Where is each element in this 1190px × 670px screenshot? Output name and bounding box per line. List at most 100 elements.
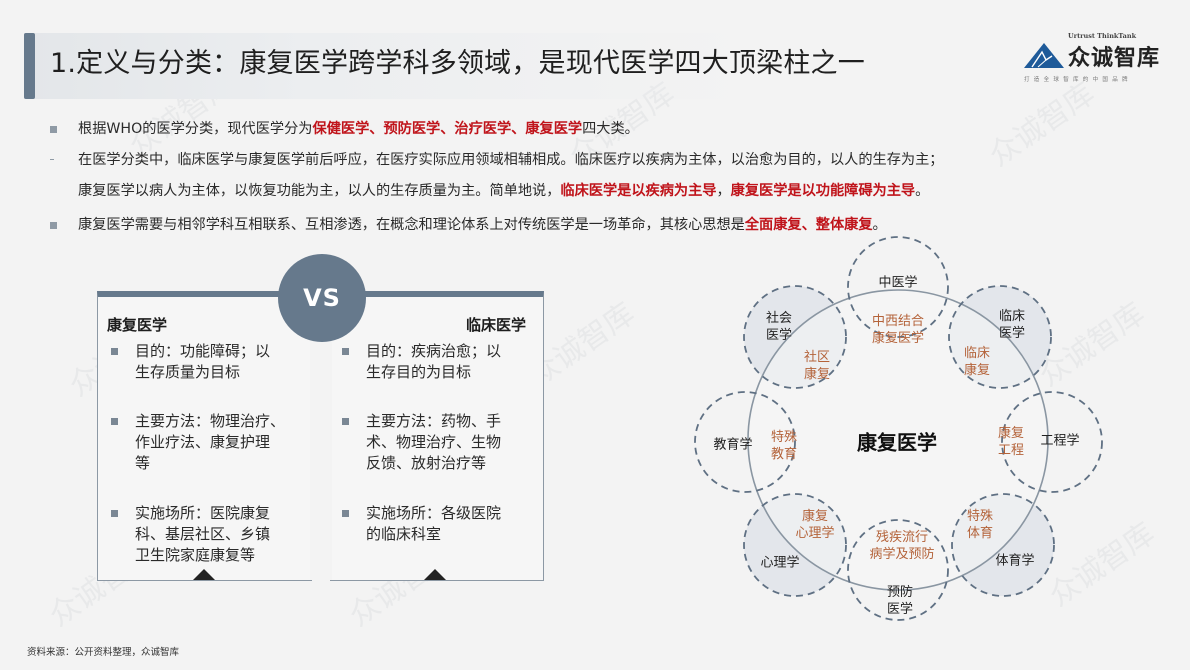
node-text: 医学 [886, 602, 914, 617]
overlap-text: 临床 [963, 346, 991, 361]
overlap-disability-epidemiology: 残疾流行病学及预防 [869, 529, 934, 563]
logo-english: Urtrust ThinkTank [1068, 32, 1137, 40]
overlap-text: 残疾流行 [875, 530, 929, 545]
rehab-item-methods-line: 作业疗法、康复护理 [135, 433, 271, 451]
clinical-item-goal-line: 目的：疾病治愈；以 [366, 342, 502, 360]
rehab-item-methods: 主要方法：物理治疗、 作业疗法、康复护理 等 [135, 411, 285, 474]
rehab-medicine-box [97, 291, 312, 581]
clinical-item-goal: 目的：疾病治愈；以 生存目的为目标 [366, 341, 501, 383]
source-note: 资料来源：公开资料整理，众诚智库 [27, 647, 180, 658]
overlap-text: 康复 [803, 367, 831, 382]
title-bar [24, 33, 744, 99]
overlap-text: 康复 [801, 509, 829, 524]
bullet-3-end: 。 [872, 217, 887, 233]
bullet-1-text-end: 四大类。 [582, 121, 639, 137]
rehab-item-venues-line: 卫生院家庭康复等 [135, 546, 256, 564]
rehab-item-venues-line: 实施场所：医院康复 [135, 504, 271, 522]
bullet-3-text: 康复医学需要与相邻学科互相联系、互相渗透，在概念和理论体系上对传统医学是一场革命… [78, 217, 745, 233]
node-engineering-label: 工程学 [1040, 433, 1079, 450]
node-tcm-label: 中医学 [878, 275, 917, 292]
rehab-item-goal-line: 目的：功能障碍；以 [135, 342, 271, 360]
clinical-item-goal-line: 生存目的为目标 [366, 363, 472, 381]
overlap-text: 特殊 [770, 430, 798, 445]
bullet-2-end: 。 [915, 183, 930, 199]
overlap-integrated-rehab: 中西结合康复医学 [872, 313, 924, 347]
clinical-item-venues-line: 的临床科室 [366, 525, 442, 543]
item-bullet-icon [111, 510, 118, 517]
clinical-item-methods-line: 主要方法：药物、手 [366, 412, 502, 430]
node-tcm-text: 中医学 [878, 275, 918, 291]
node-text: 体育学 [995, 553, 1035, 569]
overlap-text: 体育 [966, 526, 994, 541]
rehab-item-venues: 实施场所：医院康复 科、基层社区、乡镇 卫生院家庭康复等 [135, 503, 270, 566]
rehab-item-venues-line: 科、基层社区、乡镇 [135, 525, 271, 543]
node-text: 教育学 [713, 437, 753, 453]
item-bullet-icon [342, 510, 349, 517]
overlap-community-rehab: 社区康复 [804, 349, 830, 383]
rehab-item-methods-line: 等 [135, 454, 151, 472]
node-social-medicine-label: 社会医学 [766, 310, 792, 344]
rehab-item-methods-line: 主要方法：物理治疗、 [135, 412, 286, 430]
logo-tagline: 打造全球智库的中国品牌 [1024, 77, 1132, 83]
node-psychology-label: 心理学 [760, 555, 799, 572]
overlap-text: 心理学 [795, 526, 835, 541]
bullet-3: 康复医学需要与相邻学科互相联系、互相渗透，在概念和理论体系上对传统医学是一场革命… [78, 215, 887, 235]
overlap-special-education: 特殊教育 [771, 429, 797, 463]
item-bullet-icon [342, 418, 349, 425]
bullet-2-emphasis-rehab: 康复医学是以功能障碍为主导 [730, 183, 916, 199]
clinical-box-title: 临床医学 [466, 316, 527, 334]
clinical-item-venues: 实施场所：各级医院 的临床科室 [366, 503, 501, 545]
item-bullet-icon [111, 348, 118, 355]
box-gap [310, 320, 332, 580]
title-accent-bar [24, 33, 35, 99]
overlap-clinical-rehab: 临床康复 [964, 345, 990, 379]
page-title: 1.定义与分类：康复医学跨学科多领域，是现代医学四大顶梁柱之一 [50, 48, 865, 79]
overlap-rehab-psychology: 康复心理学 [795, 508, 834, 542]
overlap-text: 中西结合 [871, 314, 925, 329]
overlap-rehab-engineering: 康复工程 [998, 425, 1024, 459]
rehab-box-title: 康复医学 [107, 316, 168, 334]
clinical-medicine-box [330, 291, 544, 581]
node-preventive-label: 预防医学 [887, 584, 913, 618]
clinical-item-venues-line: 实施场所：各级医院 [366, 504, 502, 522]
overlap-text: 病学及预防 [869, 547, 935, 562]
mountain-logo-icon [1022, 40, 1066, 74]
overlap-text: 特殊 [966, 509, 994, 524]
overlap-text: 社区 [803, 350, 831, 365]
node-text: 医学 [998, 326, 1026, 341]
overlap-text: 教育 [770, 447, 798, 462]
clinical-item-methods-line: 术、物理治疗、生物 [366, 433, 502, 451]
node-clinical-label: 临床医学 [999, 308, 1025, 342]
overlap-text: 工程 [997, 443, 1025, 458]
clinical-item-methods-line: 反馈、放射治疗等 [366, 454, 487, 472]
node-text: 工程学 [1040, 433, 1080, 449]
node-text: 社会 [765, 311, 793, 326]
node-education-label: 教育学 [713, 437, 752, 454]
diagram-center-label: 康复医学 [857, 430, 937, 455]
item-bullet-icon [111, 418, 118, 425]
bullet-1-emphasis: 保健医学、预防医学、治疗医学、康复医学 [312, 121, 583, 137]
clinical-item-methods: 主要方法：药物、手 术、物理治疗、生物 反馈、放射治疗等 [366, 411, 501, 474]
rehab-item-goal: 目的：功能障碍；以 生存质量为目标 [135, 341, 270, 383]
bullet-1: 根据WHO的医学分类，现代医学分为保健医学、预防医学、治疗医学、康复医学四大类。 [78, 119, 639, 139]
bullet-dash-icon [50, 159, 54, 160]
node-sports-label: 体育学 [995, 553, 1034, 570]
overlap-special-sports: 特殊体育 [967, 508, 993, 542]
vs-badge: VS [278, 254, 366, 342]
bullet-2-emphasis-clinical: 临床医学是以疾病为主导 [560, 183, 717, 199]
bullet-square-icon [50, 126, 57, 133]
bullet-2-sep: ， [716, 183, 731, 199]
node-text: 医学 [765, 328, 793, 343]
node-text: 心理学 [760, 555, 800, 571]
overlap-text: 康复医学 [871, 331, 925, 346]
bullet-square-icon [50, 222, 57, 229]
bullet-3-emphasis: 全面康复、整体康复 [744, 217, 873, 233]
bullet-1-text: 根据WHO的医学分类，现代医学分为 [78, 121, 313, 137]
node-text: 临床 [998, 309, 1026, 324]
logo-chinese: 众诚智库 [1068, 45, 1161, 71]
bullet-2-text: 康复医学以病人为主体，以恢复功能为主，以人的生存质量为主。简单地说， [78, 183, 561, 199]
bullet-2-line-2: 康复医学以病人为主体，以恢复功能为主，以人的生存质量为主。简单地说，临床医学是以… [78, 181, 929, 201]
overlap-text: 康复 [963, 363, 991, 378]
node-text: 预防 [886, 585, 914, 600]
